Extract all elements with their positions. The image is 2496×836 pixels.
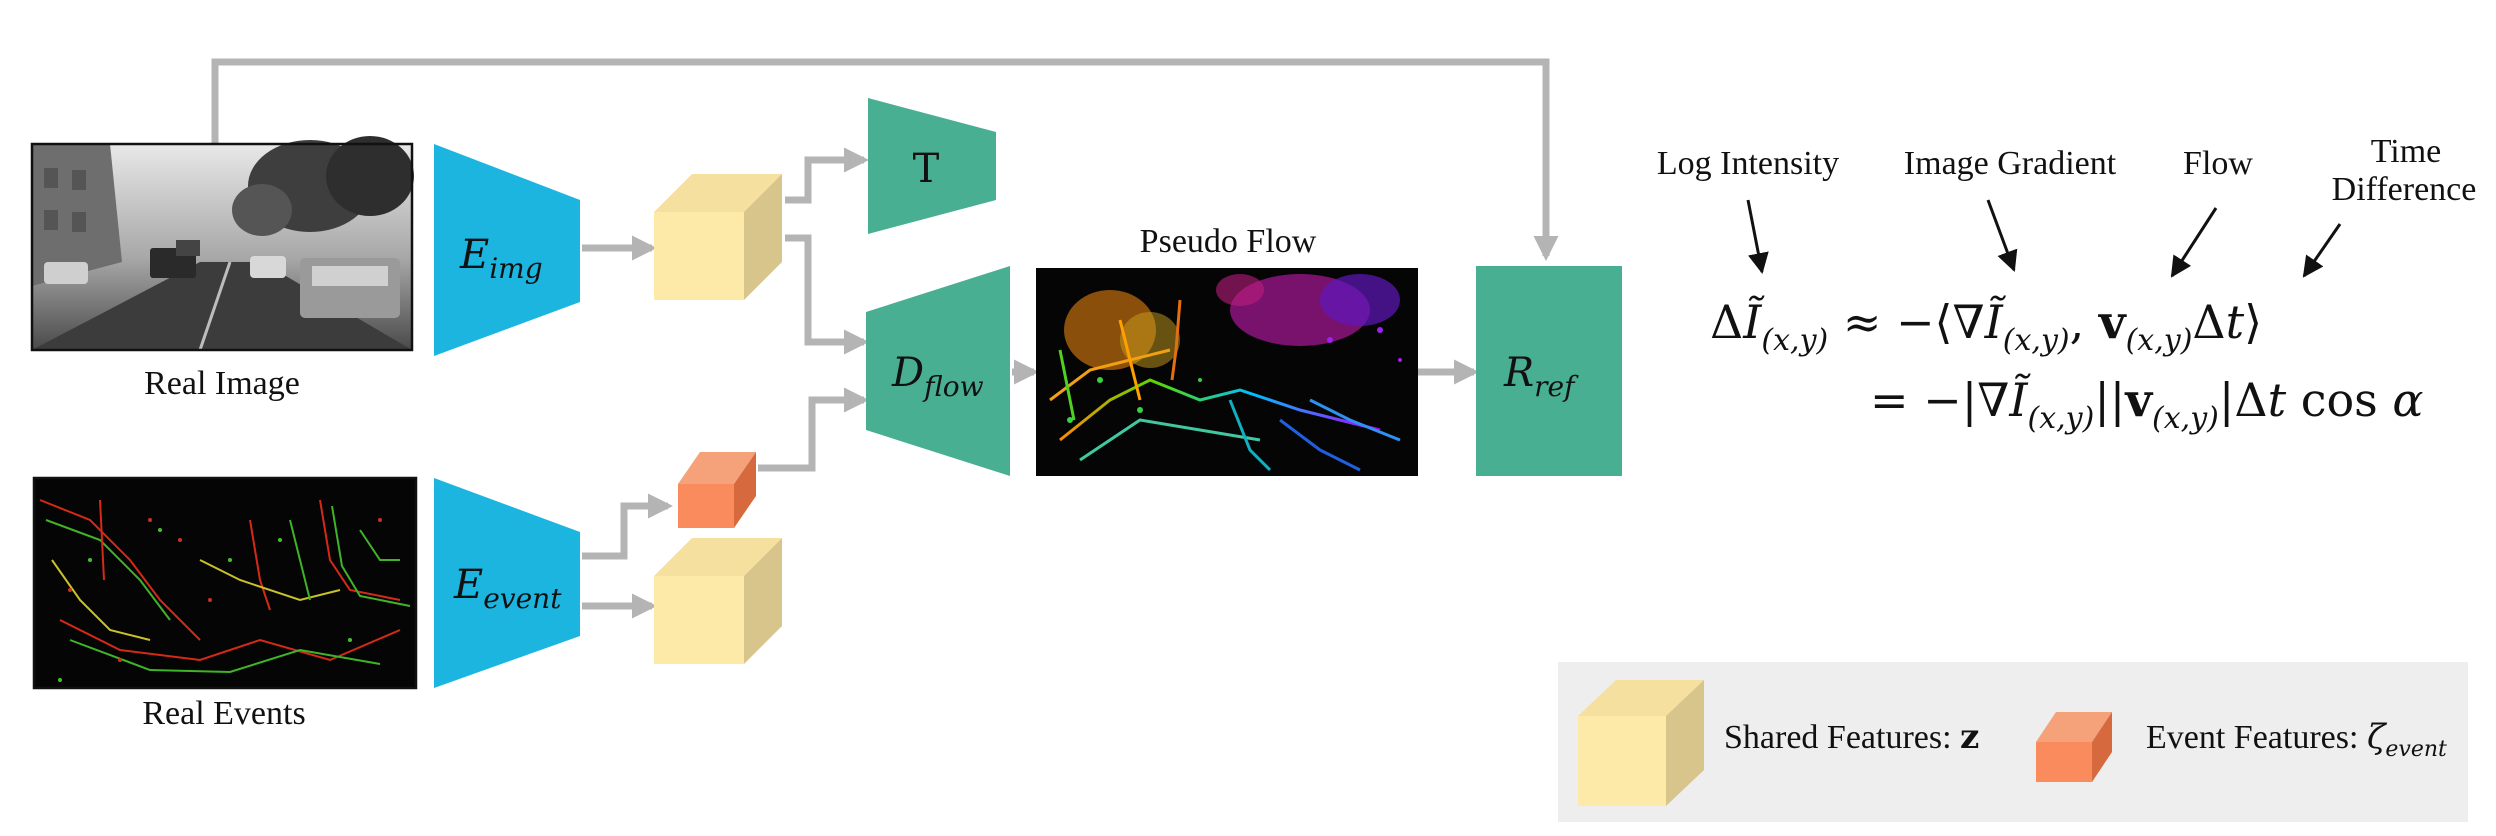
arrow-shared-to-t: [785, 147, 870, 204]
pseudo-flow-label: Pseudo Flow: [1140, 223, 1317, 260]
legend-event-prefix: Event Features:: [2146, 719, 2367, 756]
legend-shared-cube: [1578, 680, 1704, 806]
legend-event-sub: event: [2385, 737, 2447, 762]
flow-decoder: Dflow: [866, 266, 1010, 476]
e-event-symbol: E: [453, 562, 483, 608]
annotation-flow: Flow: [2183, 145, 2253, 182]
legend-event-text: Event Features: ζevent: [2146, 717, 2447, 762]
r-ref-symbol: R: [1503, 350, 1534, 396]
e-event-sub: event: [483, 582, 562, 615]
annotation-log-intensity: Log Intensity: [1657, 145, 1839, 182]
legend-shared-symbol: z: [1960, 717, 1979, 757]
d-flow-sub: flow: [922, 370, 984, 403]
annotation-time-line1: Time: [2371, 133, 2442, 170]
arrow-eevent-to-eventcube: [582, 493, 674, 560]
real-events-label: Real Events: [142, 695, 305, 732]
legend-event-symbol: ζ: [2367, 717, 2388, 757]
shared-feature-cube-event: [654, 538, 782, 664]
legend-event-cube: [2036, 712, 2112, 782]
equation-line-2: = −|∇Ĩ(x,y)||v(x,y)|Δt cos α: [1870, 373, 2423, 436]
r-ref-sub: ref: [1534, 370, 1579, 403]
connector-arrows: [211, 58, 1559, 619]
real-image-label: Real Image: [144, 365, 300, 402]
svg-text:Eevent: Eevent: [453, 562, 562, 615]
refinement-block: Rref: [1476, 266, 1622, 476]
real-image: [30, 136, 414, 352]
svg-text:Eimg: Eimg: [459, 232, 543, 285]
event-encoder: Eevent: [434, 478, 580, 688]
t-block: T: [868, 98, 996, 234]
image-encoder: Eimg: [434, 144, 580, 356]
t-label: T: [913, 146, 940, 192]
annotation-arrows: [1746, 199, 2342, 278]
d-flow-symbol: D: [891, 350, 924, 396]
equation-line-1: ΔĨ(x,y) ≈ −⟨∇Ĩ(x,y), v(x,y)Δt⟩: [1710, 295, 2262, 358]
e-img-sub: img: [489, 252, 542, 285]
real-events: [32, 476, 418, 690]
event-feature-cube: [678, 452, 756, 528]
shared-feature-cube-image: [654, 174, 782, 300]
arrow-shared-to-dflow: [785, 234, 870, 355]
svg-text:= −|∇Ĩ(x,y)||v(x,y)|Δt cos α: = −|∇Ĩ(x,y)||v(x,y)|Δt cos α: [1870, 373, 2423, 436]
annotation-time-line2: Difference: [2332, 171, 2477, 208]
svg-text:Dflow: Dflow: [891, 350, 984, 403]
e-img-symbol: E: [459, 232, 489, 278]
svg-text:ΔĨ(x,y) ≈ −⟨∇Ĩ(x,y), v(x,y)Δt⟩: ΔĨ(x,y) ≈ −⟨∇Ĩ(x,y), v(x,y)Δt⟩: [1710, 295, 2262, 358]
annotation-image-gradient: Image Gradient: [1904, 145, 2117, 182]
arrow-eventcube-to-dflow: [758, 387, 870, 472]
legend-shared-text: Shared Features: z: [1724, 717, 1979, 757]
legend-shared-prefix: Shared Features:: [1724, 719, 1960, 756]
legend: Shared Features: z Event Features: ζeven…: [1558, 662, 2468, 822]
pseudo-flow-image: [1036, 268, 1418, 476]
arrow-image-to-refine: [211, 58, 1559, 262]
svg-text:Rref: Rref: [1503, 350, 1579, 403]
